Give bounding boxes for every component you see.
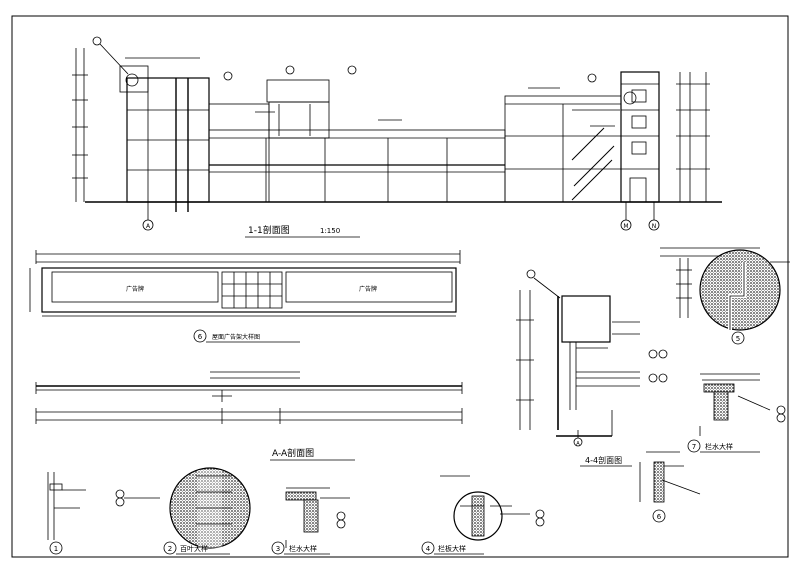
detail-5-number: 5 [736,335,740,343]
detail-1-number: 1 [54,545,58,553]
section-4-4-axis: A [576,441,580,447]
sheet-border [11,15,789,558]
section-4-4-drawing [516,269,668,467]
ad-screen-caption: 屋面广告架大样图 [212,333,260,341]
detail-5-drawing [660,247,790,345]
section-a-a-drawing [35,371,463,461]
detail-1-drawing [47,472,86,555]
detail-4-number: 4 [426,545,431,553]
detail-3-number: 3 [276,545,280,553]
detail-7-number: 7 [692,443,696,451]
detail-7-drawing [687,373,786,453]
section-a-a-title: A-A剖面图 [272,447,314,459]
axis-label-a: A [146,223,151,230]
detail-4-drawing [421,475,545,555]
detail-3-drawing [271,487,350,555]
detail-2-caption: 百叶大样 [180,544,208,553]
ad-panel-left-label: 广告牌 [126,285,144,293]
ad-screen-drawing [29,250,461,343]
ad-panel-right-label: 广告牌 [359,285,377,293]
detail-2-drawing [115,467,251,555]
ad-screen-caption-number: 6 [198,333,203,341]
detail-6-drawing [639,451,701,523]
detail-7-caption: 栏水大样 [705,442,733,451]
section-1-1-scale: 1:150 [320,227,340,235]
section-1-1-drawing [72,36,722,238]
section-1-1-title: 1-1剖面图 [248,224,290,236]
detail-6-number: 6 [657,513,662,521]
detail-4-caption: 栏板大样 [438,544,466,553]
axis-label-n: N [652,223,657,230]
axis-label-m: M [623,223,628,230]
section-4-4-title: 4-4剖面图 [585,455,622,465]
detail-3-caption: 栏水大样 [289,544,317,553]
detail-2-number: 2 [168,545,172,553]
